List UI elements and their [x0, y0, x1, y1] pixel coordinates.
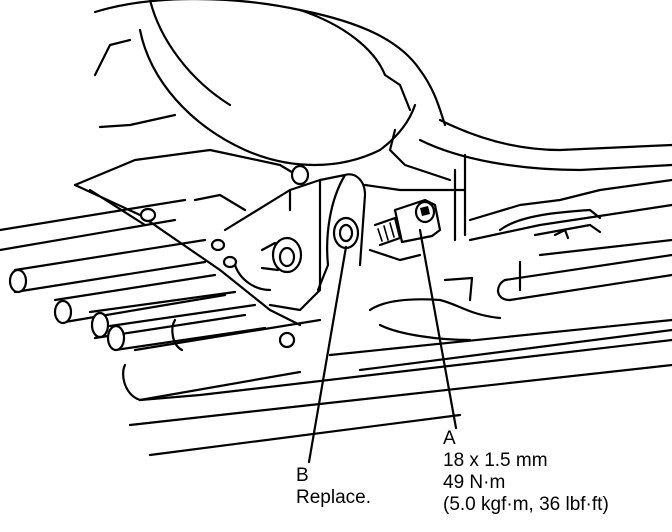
- callout-a-letter: A: [443, 428, 456, 449]
- callout-b-note: Replace.: [296, 487, 371, 508]
- left-rods: [0, 198, 267, 352]
- callout-a: A 18 x 1.5 mm 49 N·m (5.0 kgf·m, 36 lbf·…: [443, 428, 609, 516]
- washer-b: [332, 216, 360, 250]
- bolt-a: [373, 198, 442, 247]
- lower-frame: [122, 318, 672, 457]
- callout-b-letter: B: [296, 465, 309, 486]
- leader-line-a: [418, 228, 458, 430]
- callout-a-size: 18 x 1.5 mm: [443, 450, 548, 471]
- right-frame: [328, 153, 672, 372]
- callout-a-torque-nm: 49 N·m: [443, 472, 506, 493]
- upper-housing: [93, 0, 672, 182]
- callout-a-torque-alt: (5.0 kgf·m, 36 lbf·ft): [443, 494, 609, 515]
- bracket-plate: [73, 148, 310, 349]
- leader-line-b: [307, 245, 348, 464]
- mount-bracket: [223, 173, 367, 312]
- callout-b: B Replace.: [296, 465, 371, 509]
